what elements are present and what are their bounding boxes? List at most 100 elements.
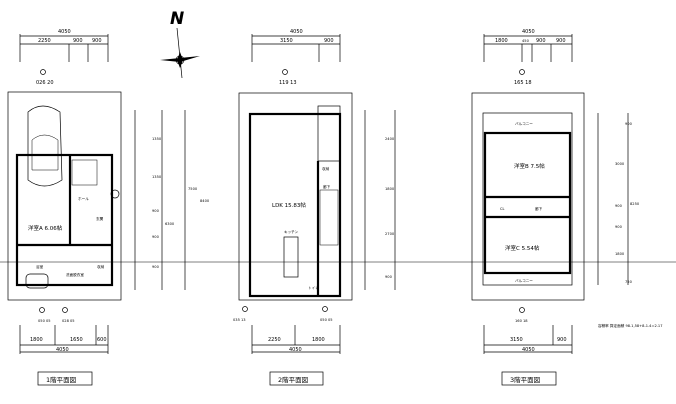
- plan-title: 2階平面図: [278, 375, 308, 384]
- label: 洋室B 7.5帖: [514, 162, 545, 170]
- label: 1800: [615, 252, 625, 256]
- label: 廊下: [535, 206, 543, 211]
- label: 900: [152, 265, 160, 269]
- drawing-line: [62, 307, 68, 313]
- label: 028 05: [62, 319, 75, 323]
- label: 1350: [152, 175, 162, 179]
- drawing-line: [317, 105, 341, 162]
- label: 119 13: [279, 80, 297, 86]
- north-arrow-icon: N: [160, 9, 200, 79]
- label: 035 13: [233, 318, 246, 322]
- label: 900: [536, 38, 546, 44]
- drawing-line: [7, 91, 122, 301]
- label: トイレ: [308, 286, 319, 290]
- label: 1650: [70, 337, 83, 343]
- label: 2250: [268, 337, 281, 343]
- label: 2250: [38, 38, 51, 44]
- drawing-line: [501, 371, 557, 386]
- label: 8250: [630, 202, 640, 206]
- drawing-line: [176, 27, 183, 79]
- plan-title-box: [37, 371, 93, 386]
- drawing-line: [282, 69, 288, 75]
- label: 収納: [322, 166, 330, 171]
- drawing-line: [110, 189, 120, 199]
- label: 1800: [30, 337, 43, 343]
- drawing-line: [27, 105, 63, 187]
- label: 洋室C 5.54帖: [505, 244, 540, 252]
- label: 900: [615, 225, 623, 229]
- drawing-line: [40, 69, 46, 75]
- label: 3150: [510, 337, 523, 343]
- drawing-line: [322, 306, 328, 312]
- drawing-line: [519, 69, 525, 75]
- label: 900: [385, 275, 393, 279]
- label: 900: [92, 38, 102, 44]
- drawing-line: [482, 112, 573, 286]
- drawing-line: [242, 306, 248, 312]
- label: 1800: [385, 187, 395, 191]
- label: 6300: [165, 222, 175, 226]
- label: バルコニー: [515, 122, 533, 126]
- label: 洗面脱衣室: [66, 272, 84, 277]
- drawing-line: [471, 92, 585, 301]
- drawing-line: [175, 55, 185, 65]
- label: 160 18: [515, 319, 528, 323]
- label: 2700: [385, 232, 395, 236]
- label: 4050: [58, 29, 71, 35]
- label: 4050: [290, 29, 303, 35]
- drawing-line: [31, 134, 59, 171]
- label: 1350: [152, 137, 162, 141]
- label: 050 05: [38, 319, 51, 323]
- label: 4050: [56, 347, 69, 353]
- plan-2f: 4050 3150 900 119 13 LDK 15.83帖 収納 廊下 トイ…: [233, 29, 396, 386]
- drawing-line: [269, 371, 324, 386]
- label: 廊下: [323, 184, 331, 189]
- plan-title: 1階平面図: [46, 375, 76, 384]
- drawing-line: [319, 189, 339, 246]
- drawing-line: [519, 307, 525, 313]
- label: 7500: [188, 187, 198, 191]
- label: キッチン: [284, 229, 299, 234]
- label: 浴室: [36, 264, 44, 269]
- label: 8400: [200, 199, 210, 203]
- label: 玄関: [96, 216, 104, 221]
- label: 900: [615, 204, 623, 208]
- drawing-line: [238, 92, 353, 301]
- label: ホール: [78, 196, 89, 201]
- label: 900: [152, 209, 160, 213]
- label: 026 20: [36, 80, 54, 86]
- plan-title: 3階平面図: [510, 375, 540, 384]
- label: 450: [522, 39, 530, 43]
- label: 3000: [615, 162, 625, 166]
- drawing-line: [71, 159, 98, 186]
- drawing-line: [39, 307, 45, 313]
- plan-1f: 4050 2250 900 900 026 20 洋室A 6.06帖 ホール 浴…: [7, 29, 210, 386]
- label: 750: [625, 280, 633, 284]
- drawing-line: [160, 56, 200, 62]
- label: 2400: [385, 137, 395, 141]
- drawing-line: [248, 112, 342, 298]
- label: 900: [152, 235, 160, 239]
- label: 3150: [280, 38, 293, 44]
- label: 600: [97, 337, 107, 343]
- label: 165 18: [514, 80, 532, 86]
- label: CL: [500, 207, 505, 211]
- label: 1800: [495, 38, 508, 44]
- label: 900: [556, 38, 566, 44]
- label: 900: [324, 38, 334, 44]
- label: バルコニー: [515, 279, 533, 283]
- plan-3f: 4050 1800 450 900 900 165 18 洋室B 7.5帖 洋室…: [471, 29, 640, 386]
- drawing-line: [15, 153, 114, 287]
- label: 900: [625, 122, 633, 126]
- label: 900: [73, 38, 83, 44]
- label: LDK 15.83帖: [272, 201, 306, 209]
- label: 900: [557, 337, 567, 343]
- label: 4050: [522, 29, 535, 35]
- drawing-line: [25, 273, 49, 289]
- label: N: [170, 9, 184, 29]
- label: 収納: [97, 264, 105, 269]
- label: 1800: [312, 337, 325, 343]
- drawing-line: [483, 131, 572, 275]
- label: 洋室A 6.06帖: [28, 224, 63, 232]
